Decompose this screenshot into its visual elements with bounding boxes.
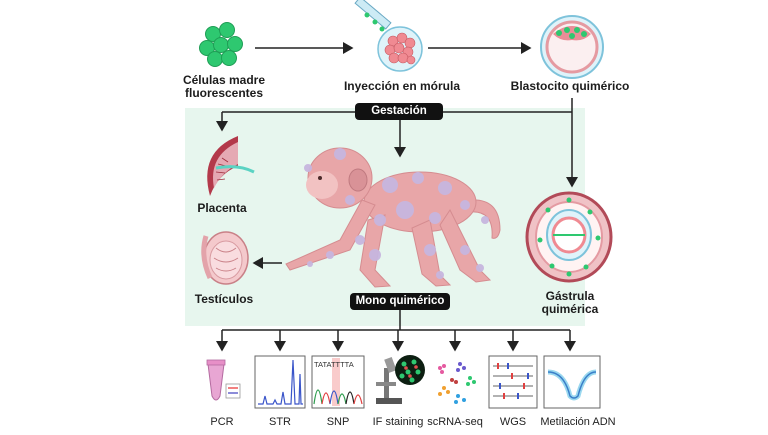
chimeric-monkey-pill: Mono quimérico	[350, 293, 450, 310]
blastocyst-illustration	[540, 15, 604, 79]
analysis-label-methylation: Metilación ADN	[540, 416, 616, 428]
analysis-label-if-staining: IF staining	[372, 416, 424, 428]
placenta-label: Placenta	[197, 201, 247, 215]
testis-illustration	[201, 231, 249, 285]
blastocyst-label: Blastocito quimérico	[510, 79, 630, 93]
scrna-seq-icon	[438, 362, 476, 404]
analysis-label-snp: SNP	[326, 416, 350, 428]
str-icon	[254, 355, 306, 409]
gastrula-illustration	[525, 191, 613, 283]
analysis-label-wgs: WGS	[499, 416, 527, 428]
snp-sequence: TATATTTTA	[314, 360, 354, 369]
if-staining-icon	[376, 355, 425, 404]
analysis-label-scrna-seq: scRNA-seq	[427, 416, 483, 428]
analysis-label-str: STR	[269, 416, 291, 428]
wgs-icon	[488, 355, 538, 409]
snp-icon: TATATTTTA	[311, 355, 365, 409]
gestation-pill: Gestación	[355, 103, 443, 120]
stem-cells-illustration	[199, 22, 243, 67]
morula-injection-illustration	[354, 0, 423, 72]
analysis-label-pcr: PCR	[210, 416, 234, 428]
chimeric-monkey-illustration	[285, 147, 501, 288]
stem-cells-label: Células madre fluorescentes	[182, 73, 266, 100]
gastrula-label: Gástrula quimérica	[541, 289, 599, 316]
methylation-icon	[543, 355, 601, 409]
pcr-icon	[206, 359, 241, 401]
testis-label: Testículos	[194, 292, 254, 306]
placenta-illustration	[207, 136, 255, 196]
injection-label: Inyección en mórula	[343, 79, 461, 93]
